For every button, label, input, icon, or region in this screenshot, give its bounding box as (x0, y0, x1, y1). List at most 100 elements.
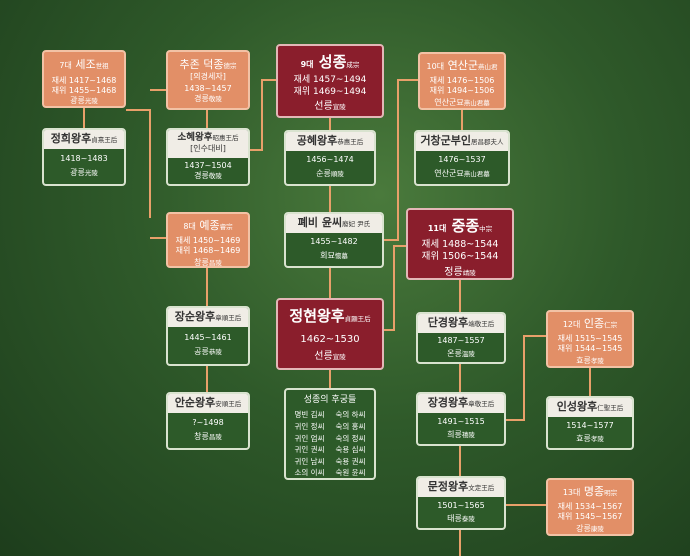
connector (250, 79, 277, 151)
hanja: 仁聖王后 (597, 404, 624, 412)
birth-death: 재세 1476~1506 (429, 76, 495, 85)
alias: [의경세자] (190, 72, 226, 81)
connector (126, 109, 151, 218)
tomb-hanja: 恭陵 (208, 348, 222, 357)
tomb-hanja: 燕山君墓 (463, 170, 490, 179)
node-jeonghui: 정희왕후貞熹王后 1418~1483 광릉光陵 (42, 128, 126, 186)
queen-name: 단경왕후 (427, 316, 469, 329)
tomb-hanja: 順陵 (330, 170, 344, 179)
concubine: 명빈 김씨 (294, 410, 325, 420)
hanja: 睿宗 (219, 223, 233, 231)
node-sohye: 소혜왕후昭惠王后[인수대비] 1437~1504 경릉敬陵 (166, 128, 250, 186)
birth-death: 1476~1537 (438, 155, 486, 165)
tomb-hanja: 溫陵 (461, 349, 475, 358)
node-jangsun: 장순왕후章順王后 1445~1461 공릉恭陵 (166, 306, 250, 366)
tomb: 연산군묘 (434, 98, 464, 107)
connector (384, 245, 406, 331)
generation: 11대 (427, 224, 447, 233)
generation: 13대 (562, 488, 581, 497)
king-name: 연산군 (447, 59, 478, 72)
tomb-hanja: 孝陵 (590, 357, 604, 365)
birth-death: 재세 1534~1567 (557, 502, 623, 511)
birth-death: 재세 1450~1469 (175, 236, 241, 245)
tomb-hanja: 燕山君墓 (463, 99, 490, 107)
reign: 재위 1455~1468 (51, 86, 117, 95)
node-janggyeong: 장경왕후章敬王后 1491~1515 희릉禧陵 (416, 392, 506, 446)
generation: 8대 (183, 222, 196, 231)
generation: 10대 (426, 62, 445, 71)
node-ansun: 안순왕후安順王后 ?~1498 창릉昌陵 (166, 392, 250, 450)
reign: 재위 1468~1469 (175, 246, 241, 255)
queen-name: 정현왕후 (289, 307, 345, 325)
king-name: 인종 (583, 317, 605, 330)
birth-death: 1438~1457 (184, 84, 232, 93)
node-pyebi: 폐비 윤씨廢妃 尹氏 1455~1482 회묘懷墓 (284, 212, 384, 268)
queen-name: 인성왕후 (556, 400, 598, 413)
tomb: 광릉 (70, 168, 85, 178)
tomb-hanja: 昌陵 (208, 433, 222, 442)
connector (384, 79, 418, 241)
reign: 재위 1494~1506 (429, 86, 495, 95)
hanja: 仁宗 (604, 321, 618, 329)
concubine: 숙용 심씨 (335, 445, 366, 455)
queen-name: 거창군부인 (420, 134, 472, 147)
tomb: 효릉 (576, 356, 591, 365)
hanja: 貞熹王后 (91, 136, 118, 144)
birth-death: 1487~1557 (437, 335, 485, 345)
tomb: 선릉 (314, 351, 333, 362)
birth-death: 재세 1417~1468 (51, 76, 117, 85)
birth-death: 재세 1488~1544 (421, 239, 499, 250)
birth-death: 1456~1474 (306, 155, 354, 165)
node-geochang: 거창군부인居昌郡夫人 1476~1537 연산군묘燕山君墓 (414, 130, 510, 186)
tomb: 회묘 (320, 251, 335, 261)
queen-name: 정희왕후 (50, 132, 92, 145)
tomb: 강릉 (576, 524, 591, 533)
tomb-hanja: 禧陵 (461, 430, 475, 439)
hanja: 昭惠王后 (212, 134, 239, 142)
tomb: 경릉 (194, 94, 209, 103)
hanja: 居昌郡夫人 (471, 138, 504, 146)
queen-name: 장순왕후 (174, 310, 216, 323)
connector (505, 335, 546, 421)
tomb: 연산군묘 (434, 169, 464, 179)
birth-death: 1514~1577 (566, 420, 614, 430)
hanja: 中宗 (479, 225, 493, 233)
node-dangyeong: 단경왕후端敬王后 1487~1557 온릉溫陵 (416, 312, 506, 364)
tomb-hanja: 靖陵 (462, 268, 476, 277)
node-deokjong: 추존 덕종德宗 [의경세자] 1438~1457 경릉敬陵 (166, 50, 250, 110)
king-name: 추존 덕종 (179, 58, 224, 71)
hanja: 德宗 (223, 62, 237, 70)
concubines-title: 성종의 후궁들 (303, 395, 357, 405)
node-seongjong: 9대 성종成宗 재세 1457~1494 재위 1469~1494 선릉宣陵 (276, 44, 384, 118)
node-sejo: 7대 세조世祖 재세 1417~1468 재위 1455~1468 광릉光陵 (42, 50, 126, 108)
tomb: 정릉 (444, 266, 463, 278)
reign: 재위 1506~1544 (421, 251, 499, 263)
birth-death: 1437~1504 (184, 160, 232, 170)
hanja: 貞顯王后 (344, 315, 371, 323)
king-name: 중종 (451, 217, 480, 235)
concubine: 숙의 하씨 (335, 410, 366, 420)
node-yeonsan: 10대 연산군燕山君 재세 1476~1506 재위 1494~1506 연산군… (418, 52, 506, 110)
hanja: 燕山君 (477, 63, 498, 71)
tomb: 광릉 (70, 96, 85, 105)
queen-name: 공혜왕후 (296, 134, 338, 147)
hanja: 章敬王后 (468, 400, 495, 408)
tomb-hanja: 宣陵 (332, 103, 346, 112)
concubine: 귀인 권씨 (294, 445, 325, 455)
birth-death: ?~1498 (192, 418, 224, 428)
concubine: 귀인 엄씨 (294, 433, 325, 443)
hanja: 端敬王后 (468, 320, 495, 328)
concubine: 숙원 윤씨 (335, 468, 366, 478)
tomb: 창릉 (194, 258, 209, 267)
reign: 재위 1544~1545 (557, 344, 623, 353)
tomb-hanja: 昌陵 (208, 259, 222, 267)
tomb: 태릉 (447, 513, 462, 523)
king-name: 성종 (318, 53, 347, 71)
generation: 9대 (300, 60, 314, 69)
birth-death: 재세 1457~1494 (293, 75, 367, 85)
node-injong: 12대 인종仁宗 재세 1515~1545 재위 1544~1545 효릉孝陵 (546, 310, 634, 368)
hanja: 明宗 (604, 489, 618, 497)
concubine: 소의 이씨 (294, 468, 325, 478)
tomb: 희릉 (447, 429, 462, 439)
